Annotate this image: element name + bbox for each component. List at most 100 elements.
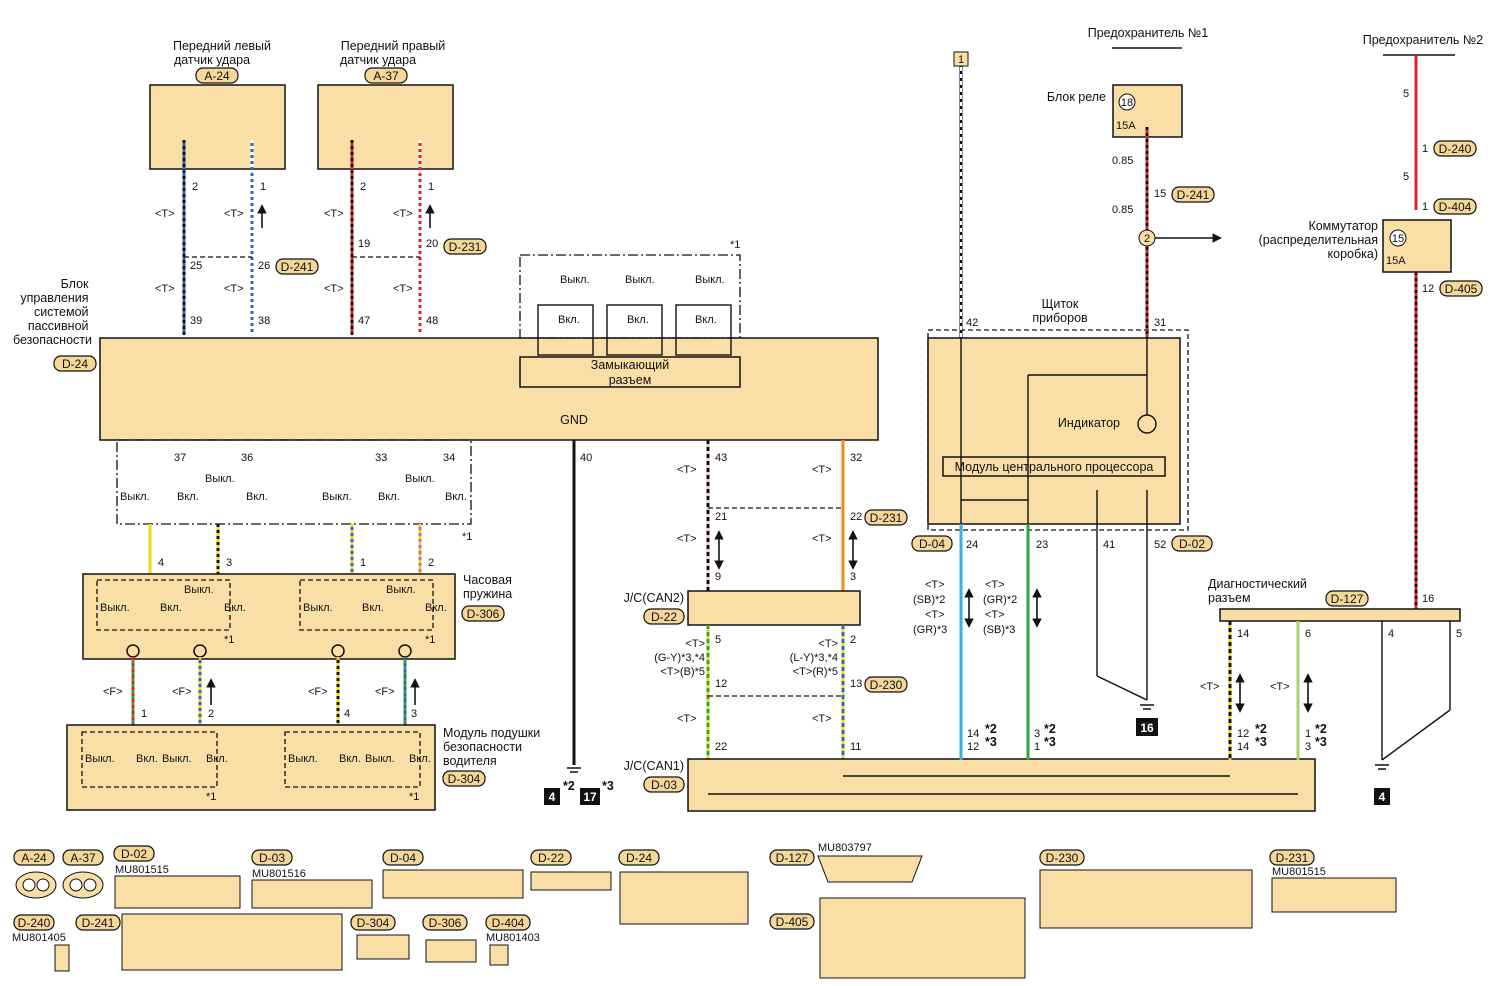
ground-17 — [580, 788, 600, 805]
svg-text:<T>: <T> — [1200, 681, 1220, 693]
svg-text:D-03: D-03 — [259, 851, 285, 865]
svg-text:<T>: <T> — [324, 283, 344, 295]
svg-text:Вкл.: Вкл. — [246, 491, 268, 503]
svg-text:14: 14 — [1237, 741, 1249, 753]
svg-text:4: 4 — [549, 790, 556, 804]
svg-text:MU801515: MU801515 — [1272, 866, 1326, 878]
svg-text:9: 9 — [715, 571, 721, 583]
svg-text:<T>: <T> — [818, 638, 838, 650]
svg-text:2: 2 — [360, 181, 366, 193]
clock-spring — [82, 573, 456, 660]
svg-text:15: 15 — [1392, 233, 1404, 245]
instrument-panel — [927, 337, 1181, 525]
svg-text:<T>: <T> — [677, 464, 697, 476]
tag-d241-right: D-241 — [1171, 186, 1215, 203]
svg-text:2: 2 — [428, 557, 434, 569]
svg-text:16: 16 — [1140, 721, 1154, 735]
svg-text:A-37: A-37 — [373, 69, 399, 83]
svg-text:Вкл.: Вкл. — [425, 602, 447, 614]
svg-text:5: 5 — [715, 634, 721, 646]
srs-switch-box — [116, 439, 472, 525]
tag-d127: D-127 — [1325, 590, 1369, 607]
svg-text:2: 2 — [192, 181, 198, 193]
svg-text:Вкл.: Вкл. — [206, 753, 228, 765]
svg-text:Вкл.: Вкл. — [160, 602, 182, 614]
svg-text:D-240: D-240 — [18, 916, 51, 930]
svg-text:D-404: D-404 — [1439, 200, 1472, 214]
svg-text:Вкл.: Вкл. — [224, 602, 246, 614]
svg-text:D-304: D-304 — [357, 916, 390, 930]
tag-d231-can: D-231 — [864, 509, 908, 526]
svg-text:Выкл.: Выкл. — [625, 274, 655, 286]
svg-text:Индикатор: Индикатор — [1058, 416, 1120, 430]
svg-text:2: 2 — [850, 634, 856, 646]
jc-can1 — [687, 758, 1316, 812]
svg-text:*1: *1 — [425, 634, 435, 646]
svg-text:Модуль центрального процессора: Модуль центрального процессора — [955, 460, 1154, 474]
svg-text:0.85: 0.85 — [1112, 155, 1133, 167]
svg-text:(SB)*2: (SB)*2 — [913, 594, 945, 606]
svg-text:4: 4 — [158, 557, 164, 569]
svg-text:12: 12 — [715, 678, 727, 690]
svg-text:Выкл.: Выкл. — [322, 491, 352, 503]
svg-text:*2: *2 — [1044, 722, 1056, 736]
svg-text:D-230: D-230 — [1046, 851, 1079, 865]
svg-text:D-404: D-404 — [492, 916, 525, 930]
svg-text:3: 3 — [850, 571, 856, 583]
svg-text:разъем: разъем — [609, 373, 652, 387]
front-right-sensor — [317, 84, 454, 170]
svg-text:Выкл.: Выкл. — [386, 584, 416, 596]
svg-text:Выкл.: Выкл. — [100, 602, 130, 614]
svg-text:Вкл.: Вкл. — [627, 314, 649, 326]
diagnostic-connector — [1219, 608, 1461, 622]
svg-text:52: 52 — [1154, 539, 1166, 551]
svg-text:(G-Y)*3,*4: (G-Y)*3,*4 — [654, 652, 705, 664]
svg-text:1: 1 — [958, 54, 964, 66]
svg-text:6: 6 — [1305, 628, 1311, 640]
svg-text:1: 1 — [1305, 728, 1311, 740]
svg-text:*1: *1 — [462, 531, 472, 543]
svg-text:Выкл.: Выкл. — [120, 491, 150, 503]
svg-text:<T>: <T> — [677, 533, 697, 545]
svg-text:1: 1 — [141, 708, 147, 720]
srs-control-unit — [99, 337, 879, 441]
svg-text:*3: *3 — [602, 779, 614, 793]
svg-text:40: 40 — [580, 452, 592, 464]
svg-text:*3: *3 — [1255, 735, 1267, 749]
svg-text:D-241: D-241 — [281, 260, 314, 274]
svg-text:MU801405: MU801405 — [12, 932, 66, 944]
tag-d04: D-04 — [911, 535, 953, 552]
svg-text:1: 1 — [1422, 201, 1428, 213]
driver-airbag-module — [66, 724, 436, 811]
tag-d230: D-230 — [864, 676, 908, 693]
svg-text:36: 36 — [241, 452, 253, 464]
svg-text:*2: *2 — [1315, 722, 1327, 736]
svg-text:32: 32 — [850, 452, 862, 464]
svg-text:<T>: <T> — [812, 713, 832, 725]
svg-text:43: 43 — [715, 452, 727, 464]
svg-text:<T>: <T> — [685, 638, 705, 650]
jc-can2 — [687, 590, 861, 626]
tag-d24: D-24 — [53, 355, 97, 372]
ground-4-right — [1374, 788, 1390, 805]
svg-text:4: 4 — [344, 708, 350, 720]
svg-text:D-405: D-405 — [776, 915, 809, 929]
svg-text:Вкл.: Вкл. — [177, 491, 199, 503]
svg-text:<T>: <T> — [812, 464, 832, 476]
svg-text:<F>: <F> — [103, 686, 123, 698]
svg-text:D-24: D-24 — [62, 357, 88, 371]
svg-text:42: 42 — [966, 317, 978, 329]
svg-text:<F>: <F> — [172, 686, 192, 698]
svg-text:3: 3 — [1305, 741, 1311, 753]
svg-text:<F>: <F> — [308, 686, 328, 698]
svg-text:3: 3 — [226, 557, 232, 569]
svg-text:5: 5 — [1456, 628, 1462, 640]
tag-d231-top: D-231 — [443, 238, 487, 255]
svg-text:(GR)*2: (GR)*2 — [983, 594, 1017, 606]
svg-text:14: 14 — [1237, 628, 1249, 640]
svg-text:23: 23 — [1036, 539, 1048, 551]
svg-text:Выкл.: Выкл. — [288, 753, 318, 765]
